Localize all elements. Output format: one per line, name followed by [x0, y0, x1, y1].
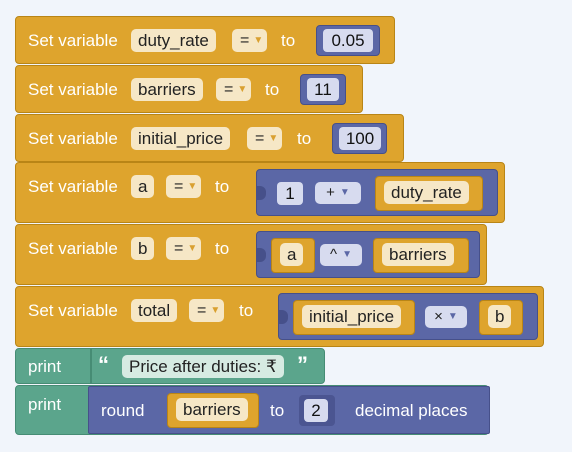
- print-block-round[interactable]: print round barriers to 2 decimal places: [15, 385, 490, 435]
- set-variable-label: Set variable: [28, 80, 118, 99]
- set-variable-block-b[interactable]: Set variable b = ▼ to a ^ ▼ barriers: [15, 224, 487, 285]
- math-operator-value: ×: [434, 308, 443, 325]
- operator-value: =: [240, 32, 250, 49]
- number-block[interactable]: 11: [300, 74, 346, 105]
- operator-dropdown[interactable]: = ▼: [166, 237, 202, 260]
- decimal-places-label: decimal places: [355, 401, 468, 420]
- variable-reference-block[interactable]: a: [271, 238, 315, 273]
- variable-name-field[interactable]: a: [131, 175, 155, 198]
- to-label: to: [239, 301, 254, 320]
- variable-reference-field[interactable]: barriers: [382, 243, 454, 266]
- open-quote-icon: “: [98, 352, 109, 377]
- chevron-down-icon: ▼: [447, 311, 458, 322]
- chevron-down-icon: ▼: [268, 133, 279, 144]
- number-field[interactable]: 0.05: [323, 29, 373, 52]
- math-operator-dropdown[interactable]: ^ ▼: [320, 244, 362, 266]
- input-notch: [279, 310, 288, 324]
- variable-reference-block[interactable]: duty_rate: [375, 176, 483, 211]
- math-operator-value: +: [326, 184, 335, 201]
- operator-dropdown[interactable]: = ▼: [166, 175, 202, 198]
- variable-reference-block[interactable]: barriers: [167, 393, 259, 428]
- chevron-down-icon: ▼: [210, 305, 221, 316]
- arithmetic-block[interactable]: 1 + ▼ duty_rate: [256, 169, 498, 216]
- round-label: round: [101, 401, 145, 420]
- number-block[interactable]: 2: [299, 395, 335, 426]
- input-notch: [257, 248, 266, 262]
- set-variable-block-a[interactable]: Set variable a = ▼ to 1 + ▼ duty_rate: [15, 162, 505, 223]
- to-label: to: [215, 177, 230, 196]
- variable-reference-block[interactable]: b: [479, 300, 523, 335]
- variable-name-field[interactable]: total: [131, 299, 178, 322]
- number-block[interactable]: 100: [332, 123, 387, 154]
- chevron-down-icon: ▼: [339, 187, 350, 198]
- set-variable-label: Set variable: [28, 239, 118, 258]
- variable-reference-block[interactable]: barriers: [373, 238, 469, 273]
- arithmetic-block[interactable]: initial_price × ▼ b: [278, 293, 538, 340]
- operator-value: =: [174, 178, 184, 195]
- operator-dropdown[interactable]: = ▼: [189, 299, 225, 322]
- set-variable-block-duty-rate[interactable]: Set variable duty_rate = ▼ to 0.05: [15, 16, 395, 64]
- set-variable-block-total[interactable]: Set variable total = ▼ to initial_price …: [15, 286, 544, 347]
- variable-reference-field[interactable]: barriers: [176, 398, 248, 421]
- number-field[interactable]: 2: [304, 399, 328, 422]
- chevron-down-icon: ▼: [237, 84, 248, 95]
- to-label: to: [281, 31, 296, 50]
- operator-value: =: [224, 81, 234, 98]
- to-label: to: [215, 239, 230, 258]
- variable-reference-field[interactable]: duty_rate: [384, 181, 469, 204]
- operator-value: =: [197, 302, 207, 319]
- variable-reference-field[interactable]: a: [280, 243, 304, 266]
- set-variable-block-initial-price[interactable]: Set variable initial_price = ▼ to 100: [15, 114, 404, 162]
- text-field[interactable]: Price after duties: ₹: [122, 355, 284, 378]
- number-block[interactable]: 0.05: [316, 25, 380, 56]
- variable-reference-block[interactable]: initial_price: [293, 300, 415, 335]
- arithmetic-block[interactable]: a ^ ▼ barriers: [256, 231, 480, 278]
- variable-reference-field[interactable]: initial_price: [302, 305, 402, 328]
- text-block[interactable]: “ Price after duties: ₹ ”: [90, 349, 320, 383]
- set-variable-label: Set variable: [28, 177, 118, 196]
- set-variable-label: Set variable: [28, 31, 118, 50]
- variable-reference-field[interactable]: b: [488, 305, 512, 328]
- set-variable-label: Set variable: [28, 301, 118, 320]
- chevron-down-icon: ▼: [187, 181, 198, 192]
- print-label: print: [28, 357, 62, 376]
- chevron-down-icon: ▼: [253, 35, 264, 46]
- variable-name-field[interactable]: initial_price: [131, 127, 231, 150]
- to-label: to: [297, 129, 312, 148]
- number-field[interactable]: 100: [339, 127, 381, 150]
- math-operator-dropdown[interactable]: + ▼: [315, 182, 361, 204]
- print-block-text[interactable]: print “ Price after duties: ₹ ”: [15, 348, 325, 384]
- chevron-down-icon: ▼: [342, 249, 352, 260]
- to-label: to: [270, 401, 285, 420]
- operator-value: =: [174, 240, 184, 257]
- number-field[interactable]: 1: [277, 182, 303, 205]
- operator-dropdown[interactable]: = ▼: [247, 127, 283, 150]
- operator-dropdown[interactable]: = ▼: [216, 78, 252, 101]
- close-quote-icon: ”: [297, 352, 308, 377]
- set-variable-label: Set variable: [28, 129, 118, 148]
- math-operator-dropdown[interactable]: × ▼: [425, 306, 467, 328]
- operator-value: =: [255, 130, 265, 147]
- to-label: to: [265, 80, 280, 99]
- math-operator-value: ^: [330, 246, 338, 263]
- print-label: print: [28, 395, 62, 414]
- variable-name-field[interactable]: barriers: [131, 78, 203, 101]
- round-block[interactable]: round barriers to 2 decimal places: [88, 386, 490, 434]
- operator-dropdown[interactable]: = ▼: [232, 29, 268, 52]
- chevron-down-icon: ▼: [187, 243, 198, 254]
- variable-name-field[interactable]: duty_rate: [131, 29, 216, 52]
- number-field[interactable]: 11: [307, 78, 339, 101]
- input-notch: [257, 186, 266, 200]
- variable-name-field[interactable]: b: [131, 237, 155, 260]
- set-variable-block-barriers[interactable]: Set variable barriers = ▼ to 11: [15, 65, 363, 113]
